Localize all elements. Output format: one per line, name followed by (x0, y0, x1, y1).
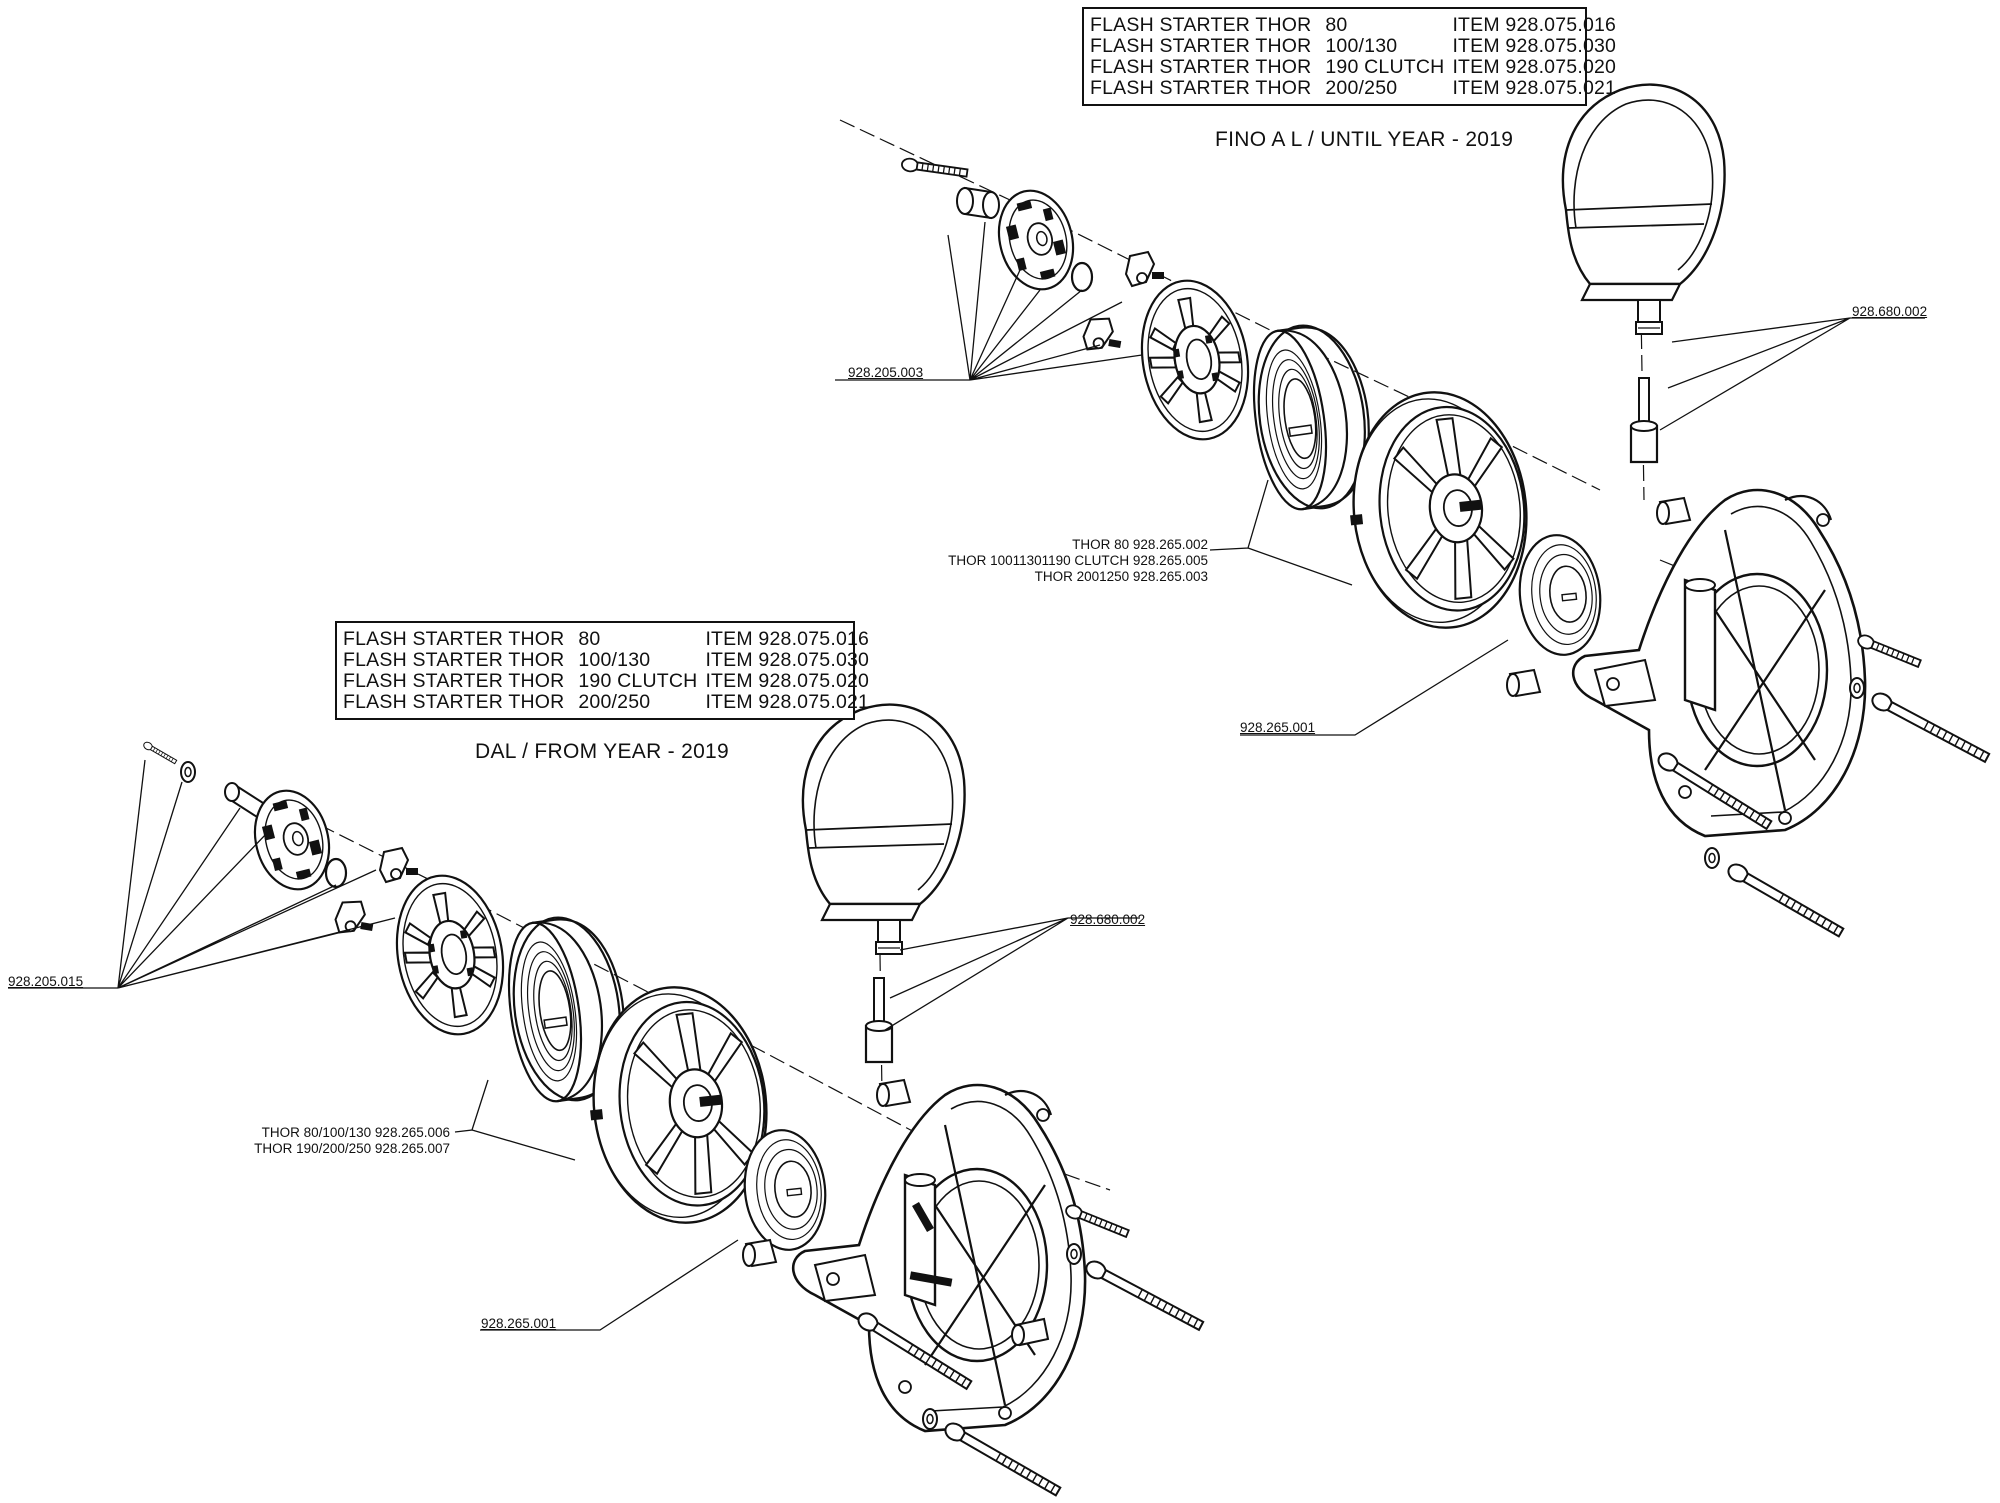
top-pawl-upper (1125, 251, 1165, 287)
model-name: FLASH STARTER THOR (343, 649, 565, 671)
table-row: FLASH STARTER THOR 80 ITEM 928.075.016 (1090, 15, 1616, 36)
bottom-spoke-disc (383, 866, 517, 1044)
item-code: ITEM 928.075.016 (705, 628, 870, 650)
model-size: 80 (578, 628, 601, 650)
top-boss-lower (1506, 669, 1541, 697)
bottom-pivot-screw (141, 740, 178, 766)
model-name: FLASH STARTER THOR (343, 628, 565, 650)
item-code: ITEM 928.075.020 (705, 670, 870, 692)
top-handle (1561, 83, 1726, 336)
bottom-oring (324, 857, 348, 889)
table-row: FLASH STARTER THOR 80 ITEM 928.075.016 (343, 629, 869, 650)
item-code: ITEM 928.075.030 (705, 649, 870, 671)
table-row: FLASH STARTER THOR 190 CLUTCH ITEM 928.075… (343, 671, 869, 692)
top-return-spring (1518, 534, 1602, 656)
top-ratchet-plate (987, 181, 1085, 299)
model-name: FLASH STARTER THOR (1090, 14, 1312, 36)
model-size: 200/250 (578, 691, 651, 713)
top-washer-1 (1849, 677, 1865, 699)
top-pivot-screw (900, 156, 969, 181)
top-short-screw (1855, 632, 1923, 671)
model-size: 100/130 (1325, 35, 1398, 57)
top-item-table: FLASH STARTER THOR 80 ITEM 928.075.016 FLA… (1082, 7, 1616, 106)
bottom-label-small-parts: 928.205.015 (8, 974, 84, 989)
item-code: ITEM 928.075.021 (1452, 77, 1617, 99)
bottom-caption: DAL / FROM YEAR - 2019 (475, 740, 730, 763)
bottom-handle (801, 703, 966, 956)
housing-thor-logo (909, 1202, 953, 1287)
top-spoke-disc (1128, 271, 1262, 449)
bottom-long-screw-3 (941, 1419, 1064, 1500)
bottom-long-screw-1 (1082, 1257, 1206, 1334)
top-label-pulley: THOR 80 928.265.002 THOR 10011301190 CLU… (900, 537, 1208, 585)
table-row: FLASH STARTER THOR 200/250 ITEM 928.075.02… (343, 692, 869, 713)
item-code: ITEM 928.075.030 (1452, 35, 1617, 57)
pulley-variant: THOR 10011301190 CLUTCH 928.265.005 (948, 553, 1208, 568)
top-label-small-parts: 928.205.003 (848, 365, 924, 380)
top-leader-lines (835, 221, 1925, 736)
bottom-item-table: FLASH STARTER THOR 80 ITEM 928.075.016 FLA… (335, 621, 869, 720)
table-row: FLASH STARTER THOR 190 CLUTCH ITEM 928.075… (1090, 57, 1616, 78)
bottom-washer-2 (922, 1408, 938, 1430)
model-name: FLASH STARTER THOR (1090, 35, 1312, 57)
bottom-label-spring: 928.265.001 (481, 1316, 557, 1331)
top-boss-upper (1656, 497, 1691, 525)
pulley-variant: THOR 80 928.265.002 (1072, 537, 1208, 552)
model-name: FLASH STARTER THOR (343, 670, 565, 692)
top-oring (1070, 261, 1094, 293)
bottom-leader-lines (8, 759, 1140, 1331)
top-housing (1571, 488, 1867, 838)
model-size: 100/130 (578, 649, 651, 671)
bottom-plug (1011, 1317, 1050, 1347)
top-caption: FINO A L / UNTIL YEAR - 2019 (1215, 128, 1514, 151)
table-row: FLASH STARTER THOR 200/250 ITEM 928.075.02… (1090, 78, 1616, 99)
top-label-spring: 928.265.001 (1240, 720, 1316, 735)
top-long-screw-3 (1724, 860, 1847, 941)
table-row: FLASH STARTER THOR 100/130 ITEM 928.075.03… (343, 650, 869, 671)
bottom-washer-small (180, 761, 196, 783)
bottom-label-pulley: THOR 80/100/130 928.265.006 THOR 190/200… (200, 1125, 450, 1157)
top-assembly (835, 83, 1992, 941)
bottom-boss-lower (742, 1239, 777, 1267)
bottom-rope-guide (864, 976, 894, 1064)
top-rope-guide (1629, 376, 1659, 464)
top-spacer-sleeve (956, 186, 1000, 220)
model-name: FLASH STARTER THOR (1090, 77, 1312, 99)
bottom-return-spring (743, 1129, 827, 1251)
item-code: ITEM 928.075.020 (1452, 56, 1617, 78)
model-size: 80 (1325, 14, 1348, 36)
model-name: FLASH STARTER THOR (1090, 56, 1312, 78)
table-row: FLASH STARTER THOR 100/130 ITEM 928.075.03… (1090, 36, 1616, 57)
pulley-variant: THOR 80/100/130 928.265.006 (261, 1125, 450, 1140)
model-name: FLASH STARTER THOR (343, 691, 565, 713)
bottom-washer-1 (1066, 1243, 1082, 1265)
pulley-variant: THOR 190/200/250 928.265.007 (254, 1141, 450, 1156)
top-label-handle: 928.680.002 (1852, 304, 1928, 319)
bottom-assembly (8, 703, 1206, 1500)
bottom-pawl-upper (379, 847, 419, 883)
model-size: 190 CLUTCH (1325, 56, 1445, 78)
item-code: ITEM 928.075.021 (705, 691, 870, 713)
top-washer-2 (1704, 847, 1720, 869)
bottom-housing (791, 1083, 1087, 1433)
pulley-variant: THOR 2001250 928.265.003 (1034, 569, 1208, 584)
bottom-label-handle: 928.680.002 (1070, 912, 1146, 927)
model-size: 190 CLUTCH (578, 670, 698, 692)
top-long-screw-1 (1868, 689, 1992, 766)
model-size: 200/250 (1325, 77, 1398, 99)
item-code: ITEM 928.075.016 (1452, 14, 1617, 36)
bottom-boss-upper (876, 1079, 911, 1107)
